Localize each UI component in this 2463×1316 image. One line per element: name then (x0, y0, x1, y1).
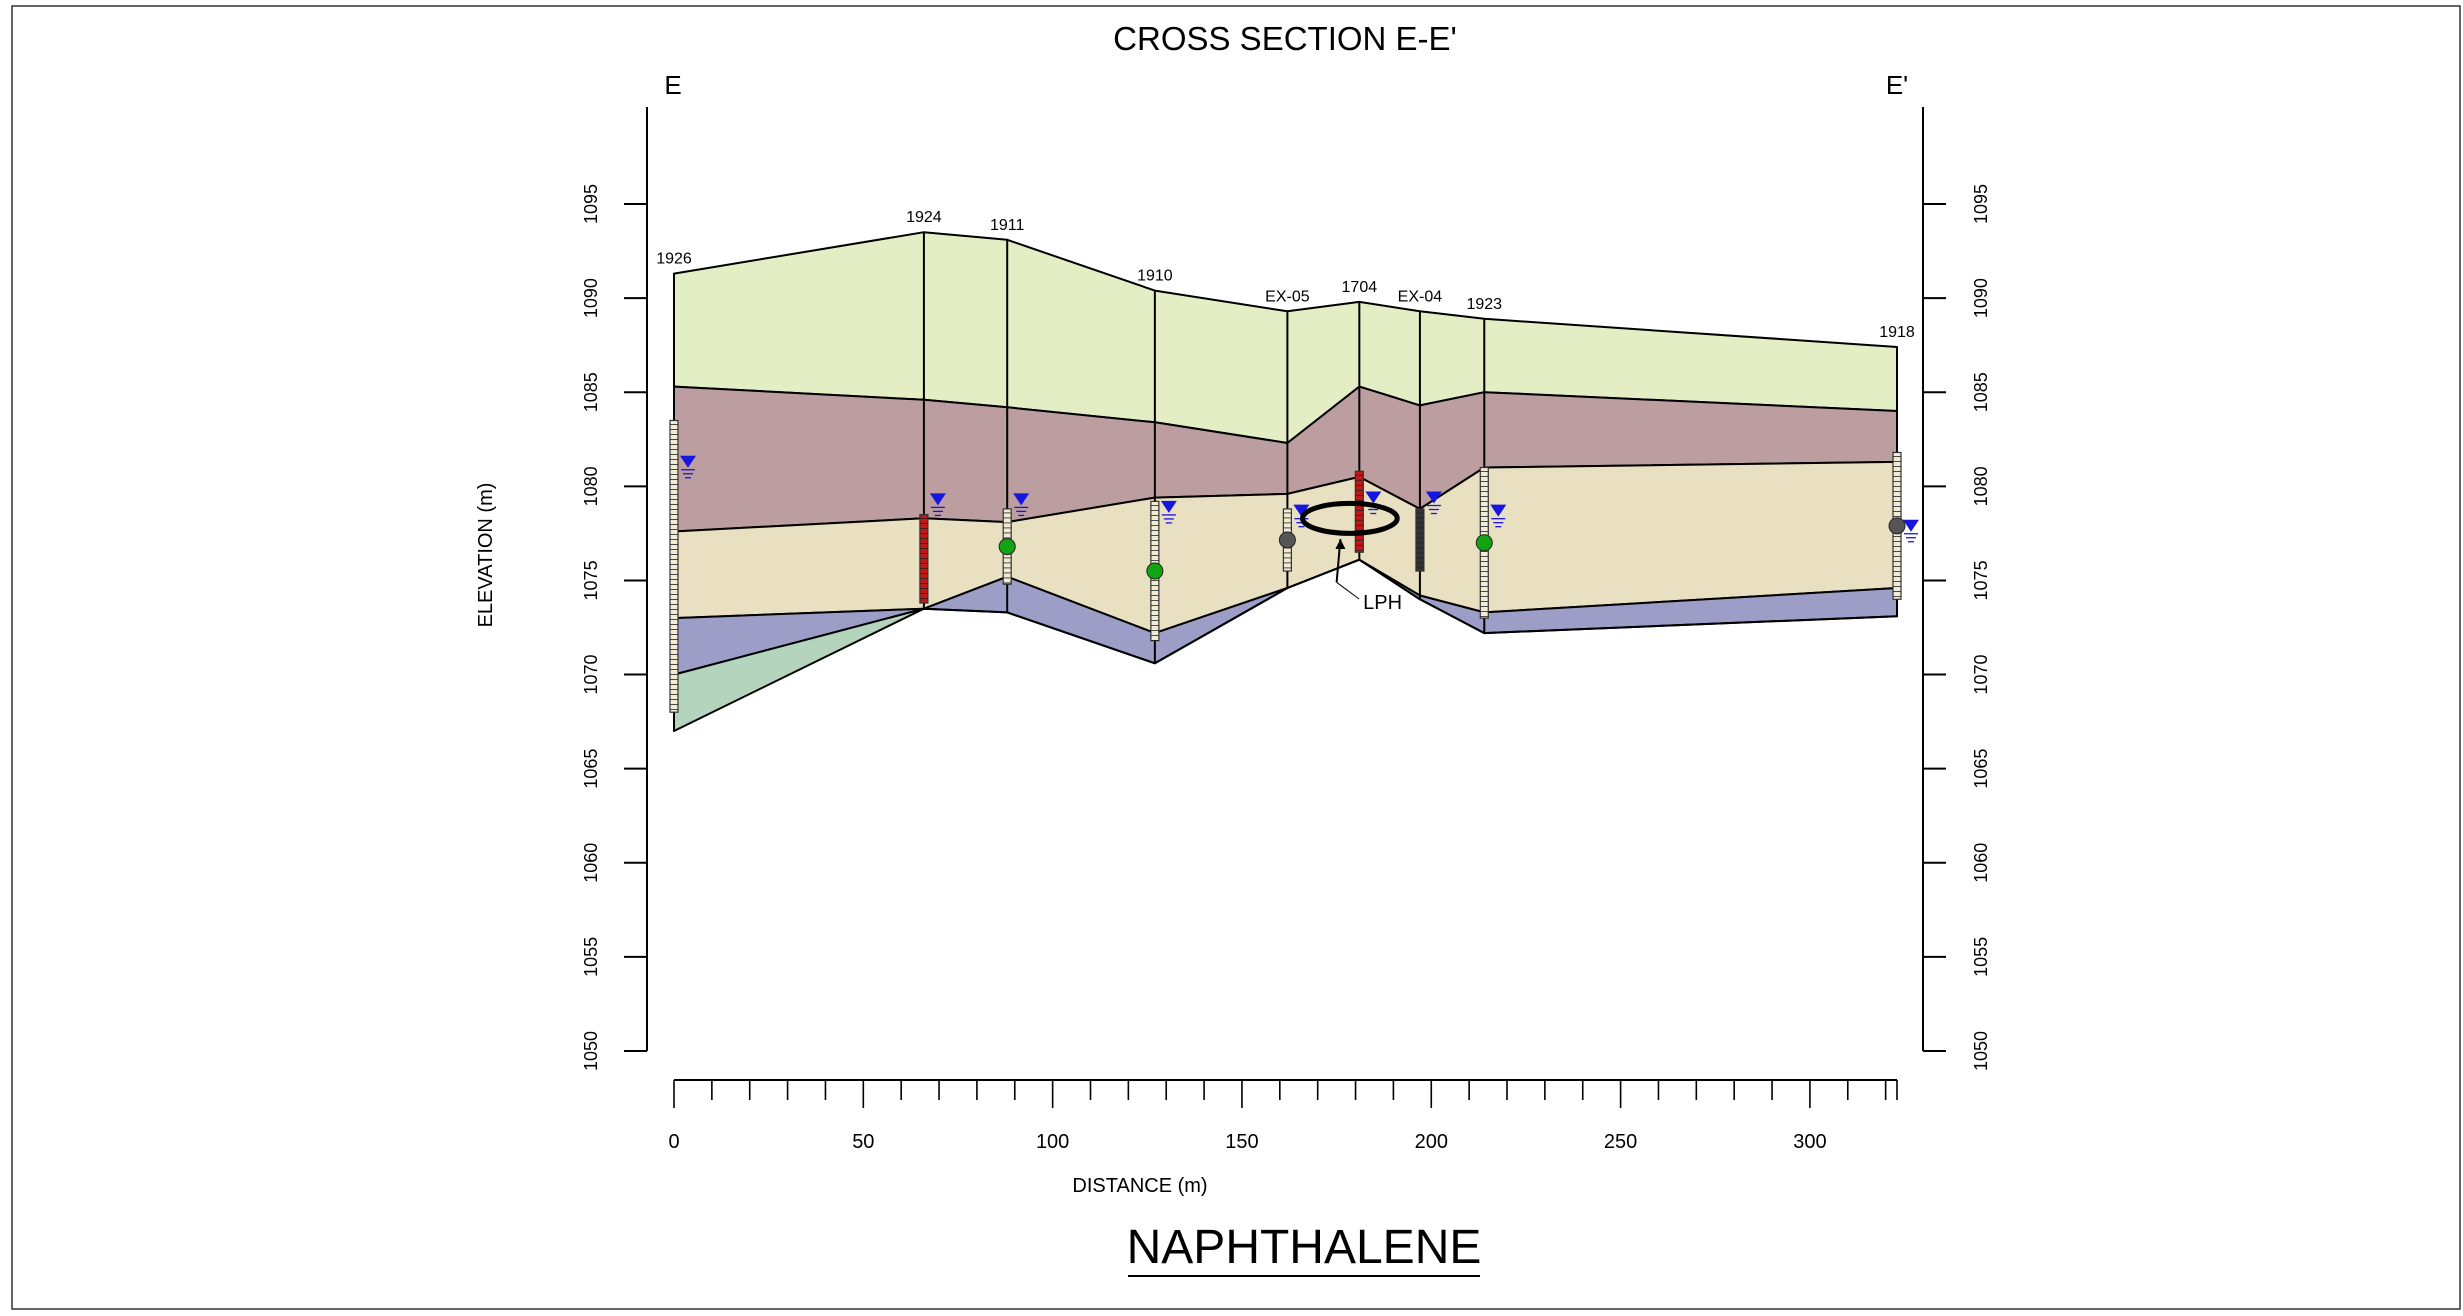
x-tick-label: 200 (1415, 1131, 1448, 1153)
borehole-label: 1926 (656, 251, 692, 268)
y-tick-label-left: 1085 (581, 372, 601, 412)
water-level-icon (1365, 491, 1382, 504)
y-tick-label-left: 1050 (581, 1031, 601, 1071)
sample-point-gray (1888, 517, 1906, 535)
sheet-border (11, 5, 2461, 1310)
y-tick-label-left: 1090 (581, 278, 601, 318)
well-screen (669, 419, 679, 713)
y-tick-label-right: 1060 (1971, 843, 1991, 883)
x-tick-label: 250 (1604, 1131, 1637, 1153)
lph-arrowhead (1335, 539, 1346, 550)
y-tick-label-right: 1095 (1971, 184, 1991, 224)
y-tick-label-right: 1050 (1971, 1031, 1991, 1071)
water-level-icon (1903, 519, 1919, 532)
section-end-label: E' (1886, 70, 1908, 100)
water-level-icon (929, 493, 946, 506)
y-tick-label-right: 1075 (1971, 560, 1991, 600)
x-tick-label: 300 (1793, 1131, 1826, 1153)
y-tick-label-left: 1065 (581, 749, 601, 789)
y-tick-label-right: 1055 (1971, 937, 1991, 977)
sample-point-green (998, 538, 1016, 556)
water-level-icon (1160, 500, 1177, 513)
water-level-icon (1490, 504, 1507, 517)
y-tick-label-left: 1055 (581, 937, 601, 977)
section-start-label: E (664, 70, 681, 100)
lph-label: LPH (1363, 592, 1402, 614)
y-tick-label-right: 1065 (1971, 749, 1991, 789)
y-tick-label-right: 1085 (1971, 372, 1991, 412)
layer-5 (673, 558, 1898, 732)
y-tick-label-right: 1090 (1971, 278, 1991, 318)
well-screen (1415, 508, 1425, 572)
page-title: CROSS SECTION E-E' (1113, 20, 1457, 57)
sample-point-green (1475, 534, 1493, 552)
x-tick-label: 0 (668, 1131, 679, 1153)
y-tick-label-right: 1070 (1971, 655, 1991, 695)
borehole-label: EX-05 (1265, 288, 1310, 305)
well-screen (1354, 470, 1364, 553)
y-tick-label-left: 1060 (581, 843, 601, 883)
x-tick-label: 100 (1036, 1131, 1069, 1153)
x-tick-label: 50 (852, 1131, 874, 1153)
lph-outline (1300, 500, 1400, 536)
subtitle: NAPHTHALENE (1127, 1221, 1482, 1274)
y-tick-label-left: 1095 (581, 184, 601, 224)
water-level-icon (680, 455, 696, 468)
y-tick-label-left: 1075 (581, 560, 601, 600)
water-level-icon (1293, 504, 1310, 517)
water-level-icon (1013, 493, 1030, 506)
sample-point-gray (1278, 531, 1296, 549)
x-axis-title: DISTANCE (m) (1072, 1175, 1207, 1197)
sample-point-green (1146, 562, 1164, 580)
borehole-label: 1923 (1466, 296, 1502, 313)
y-tick-label-left: 1070 (581, 655, 601, 695)
geologic-layers (673, 231, 1898, 732)
x-tick-label: 150 (1225, 1131, 1258, 1153)
lph-leader (1336, 581, 1360, 600)
lph-annotation: LPH (1300, 500, 1402, 614)
water-level-icon (1425, 491, 1442, 504)
borehole-label: 1911 (990, 217, 1025, 234)
borehole-label: 1924 (906, 209, 942, 226)
y-tick-label-left: 1080 (581, 466, 601, 506)
axes-group: 1050 1050 1055 1055 1060 1060 1065 1065 1070 1070… (581, 107, 1991, 1153)
borehole-label: 1918 (1879, 324, 1915, 341)
borehole-label: 1704 (1342, 279, 1378, 296)
y-tick-label-right: 1080 (1971, 466, 1991, 506)
borehole-label: 1910 (1137, 268, 1173, 285)
borehole-label: EX-04 (1398, 288, 1443, 305)
y-axis-title: ELEVATION (m) (475, 483, 497, 628)
